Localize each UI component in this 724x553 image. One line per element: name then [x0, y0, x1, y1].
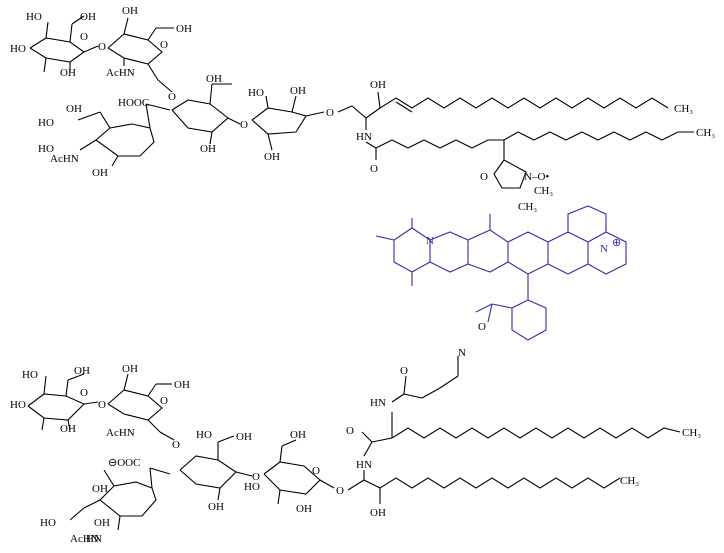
top-o-link3: O	[240, 119, 248, 131]
top-ho1: HO	[26, 11, 42, 23]
bottom-n-me: N	[458, 347, 466, 359]
bottom-o-amide3: O	[478, 321, 486, 333]
bottom-hn-sia: HN	[86, 533, 102, 545]
top-o-link4: O	[326, 107, 334, 119]
bottom-o-amide2: O	[400, 365, 408, 377]
top-hooc: HOOC	[118, 97, 149, 109]
top-o-link2: O	[168, 91, 176, 103]
top-achn2: AcHN	[50, 153, 79, 165]
bottom-central-gal-ring	[179, 435, 253, 501]
top-oh-cer: OH	[370, 79, 386, 91]
top-oh8: OH	[290, 85, 306, 97]
top-ho2: HO	[10, 43, 26, 55]
bottom-ganglioside-structure: HO OH HO OH O O OH OH AcHN O O ⊖O	[10, 321, 701, 545]
bottom-ho5: HO	[244, 481, 260, 493]
bottom-o-link3: O	[252, 471, 260, 483]
bottom-oh9: OH	[290, 429, 306, 441]
bottom-o-link1: O	[98, 399, 106, 411]
top-o-amide: O	[370, 163, 378, 175]
bottom-achn2: AcHN	[70, 533, 99, 545]
bottom-o-ring1: O	[80, 387, 88, 399]
bottom-oh10: OH	[296, 503, 312, 515]
top-oh3: OH	[122, 5, 138, 17]
top-o-ring2: O	[160, 39, 168, 51]
bottom-galnac-ring	[107, 373, 175, 441]
top-oh7: OH	[200, 143, 216, 155]
top-central-gal-ring	[171, 83, 241, 145]
bottom-ho1: HO	[22, 369, 38, 381]
top-achn1: AcHN	[106, 67, 135, 79]
dye-rings	[375, 205, 627, 341]
bottom-oh8: OH	[208, 501, 224, 513]
top-o-oxa: O	[480, 171, 488, 183]
top-hn: HN	[356, 131, 372, 143]
top-glucose-ring	[251, 95, 325, 151]
top-oh2: OH	[60, 67, 76, 79]
bottom-glucose-ring	[263, 439, 335, 505]
dye-n-right: N	[600, 243, 608, 255]
bottom-hn1: HN	[356, 459, 372, 471]
bottom-achn1: AcHN	[106, 427, 135, 439]
top-oh5: OH	[92, 167, 108, 179]
top-oh1: OH	[80, 11, 96, 23]
top-galactose-ring	[29, 15, 99, 73]
bottom-o-link2: O	[172, 439, 180, 451]
bottom-oh6: OH	[94, 517, 110, 529]
top-ch3-b: CH₃	[696, 127, 715, 139]
top-sialic-ring	[77, 103, 171, 167]
top-n-oxyl: N–O•	[524, 171, 549, 183]
bottom-hn2: HN	[370, 397, 386, 409]
bottom-o-ring3: O	[312, 465, 320, 477]
top-oh-c: OH	[206, 73, 222, 85]
top-o-link1: O	[98, 41, 106, 53]
bottom-galactose-ring	[27, 373, 99, 431]
top-ho3: HO	[38, 117, 54, 129]
bottom-oh7: OH	[236, 431, 252, 443]
bottom-ho3: HO	[40, 517, 56, 529]
rhodamine-dye: N N ⊕	[375, 205, 627, 341]
bottom-oh3: OH	[122, 363, 138, 375]
top-oh6: OH	[66, 103, 82, 115]
bottom-o-link4: O	[336, 485, 344, 497]
bottom-o-ring2: O	[160, 395, 168, 407]
bottom-oh1: OH	[74, 365, 90, 377]
bottom-oh4: OH	[174, 379, 190, 391]
bottom-sialic-ring	[69, 467, 171, 531]
top-ceramide-chain	[337, 91, 694, 189]
top-ch3-d: CH₃	[518, 201, 537, 213]
bottom-ho4: HO	[196, 429, 212, 441]
bottom-oh5: OH	[92, 483, 108, 495]
dye-charge: ⊕	[612, 237, 621, 249]
top-ganglioside-structure: HO OH HO OH O O OH OH AcHN O O	[10, 5, 715, 213]
bottom-o-amide1: O	[346, 425, 354, 437]
bottom-ch3-a: CH₃	[682, 427, 701, 439]
bottom-ho2: HO	[10, 399, 26, 411]
bottom-oh2: OH	[60, 423, 76, 435]
top-ch3-c: CH₃	[534, 185, 553, 197]
top-oh4: OH	[176, 23, 192, 35]
bottom-ch3-b: CH₃	[620, 475, 639, 487]
bottom-ooc: ⊖OOC	[108, 457, 140, 469]
dye-n-left: N	[426, 235, 434, 247]
bottom-ceramide-chain	[347, 356, 681, 504]
top-ch3-a: CH₃	[674, 103, 693, 115]
top-ho4: HO	[38, 143, 54, 155]
bottom-oh-cer: OH	[370, 507, 386, 519]
top-oh9: OH	[264, 151, 280, 163]
top-o-ring1: O	[80, 31, 88, 43]
top-ho5: HO	[248, 87, 264, 99]
top-galnac-ring	[107, 17, 174, 93]
